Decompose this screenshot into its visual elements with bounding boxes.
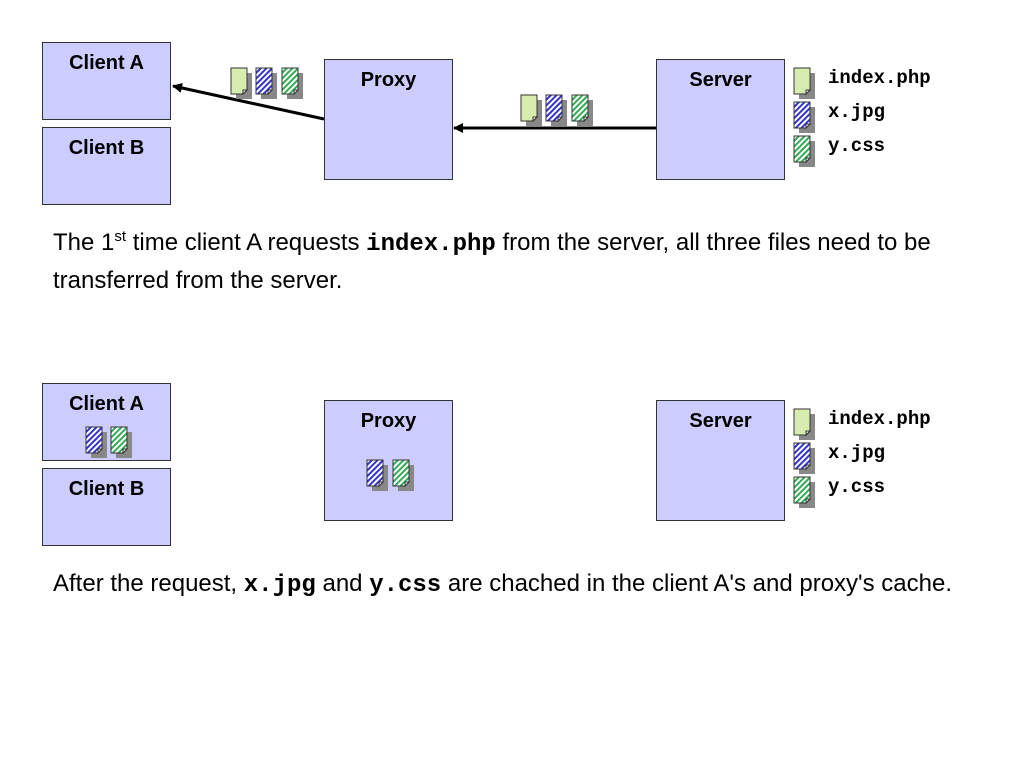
jpg-doc-icon [85, 426, 111, 460]
proxy-box: Proxy [324, 400, 453, 521]
client-b-box: Client B [42, 468, 171, 546]
jpg-doc-icon [793, 442, 819, 476]
caption-code: x.jpg [243, 572, 316, 599]
caption-text: from the server, all three files need to… [53, 229, 931, 294]
server-label: Server [689, 69, 752, 91]
caption-superscript: st [114, 228, 127, 245]
client-b-box: Client B [42, 127, 171, 205]
proxy-label: Proxy [360, 69, 417, 91]
php-doc-icon [520, 94, 546, 128]
caption-text: After the request, [53, 570, 244, 597]
arrow-proxy-to-client-a [172, 83, 325, 121]
caption-text: are chached in the client A's and proxy'… [441, 570, 952, 597]
file-name-index-php: index.php [828, 408, 931, 430]
proxy-box: Proxy [324, 59, 453, 180]
caption-code: y.css [369, 572, 442, 599]
css-doc-icon [110, 426, 136, 460]
css-doc-icon [793, 135, 819, 169]
diagram-after-request: Client A Client B Proxy Server index.php… [0, 341, 1024, 546]
client-a-box: Client A [42, 42, 171, 120]
jpg-doc-icon [545, 94, 571, 128]
file-name-y-css: y.css [828, 135, 886, 157]
css-doc-icon [392, 459, 418, 493]
file-name-y-css: y.css [828, 476, 886, 498]
caption-text: The 1 [53, 229, 115, 256]
caption-code: index.php [366, 231, 496, 258]
php-doc-icon [793, 408, 819, 442]
caption-text: time client A requests [126, 229, 367, 256]
server-box: Server [656, 59, 785, 180]
php-doc-icon [230, 67, 256, 101]
file-name-x-jpg: x.jpg [828, 101, 886, 123]
client-a-label: Client A [69, 52, 144, 74]
caption-text: and [315, 570, 370, 597]
diagram-first-request: Client A Client B Proxy Server index.php… [0, 0, 1024, 205]
file-name-x-jpg: x.jpg [828, 442, 886, 464]
client-a-label: Client A [69, 393, 144, 415]
proxy-label: Proxy [360, 410, 417, 432]
caption-first-request: The 1st time client A requests index.php… [53, 225, 983, 299]
jpg-doc-icon [255, 67, 281, 101]
css-doc-icon [571, 94, 597, 128]
jpg-doc-icon [366, 459, 392, 493]
arrows-layer [172, 83, 656, 133]
css-doc-icon [281, 67, 307, 101]
file-name-index-php: index.php [828, 67, 931, 89]
client-b-label: Client B [68, 478, 145, 500]
caption-after-request: After the request, x.jpg and y.css are c… [53, 566, 983, 604]
server-label: Server [689, 410, 752, 432]
jpg-doc-icon [793, 101, 819, 135]
css-doc-icon [793, 476, 819, 510]
server-box: Server [656, 400, 785, 521]
php-doc-icon [793, 67, 819, 101]
client-b-label: Client B [68, 137, 145, 159]
